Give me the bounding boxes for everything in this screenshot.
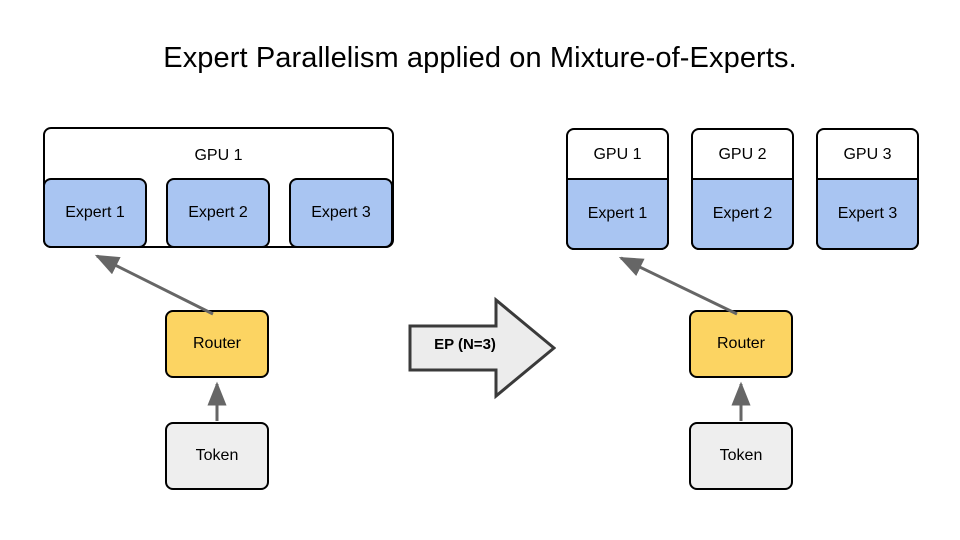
ep-arrow-shape [408, 296, 557, 400]
left-router-to-expert1-arrow [94, 254, 214, 316]
right-expert-3[interactable]: Expert 3 [816, 178, 919, 250]
right-expert-2[interactable]: Expert 2 [691, 178, 794, 250]
ep-transform-arrow: EP (N=3) [408, 296, 557, 400]
right-gpu-label-1: GPU 1 [593, 146, 642, 163]
right-gpu-label-3: GPU 3 [843, 146, 892, 163]
right-router-to-expert1-arrow [618, 256, 738, 316]
left-router[interactable]: Router [165, 310, 269, 378]
left-expert-3[interactable]: Expert 3 [289, 178, 393, 248]
right-token[interactable]: Token [689, 422, 793, 490]
right-gpu-label-2: GPU 2 [718, 146, 767, 163]
left-expert-1[interactable]: Expert 1 [43, 178, 147, 248]
left-token[interactable]: Token [165, 422, 269, 490]
right-expert-1[interactable]: Expert 1 [566, 178, 669, 250]
ep-arrow-polygon [408, 296, 557, 400]
left-gpu-label: GPU 1 [194, 147, 243, 164]
left-expert-2[interactable]: Expert 2 [166, 178, 270, 248]
right-router[interactable]: Router [689, 310, 793, 378]
page-title: Expert Parallelism applied on Mixture-of… [163, 42, 797, 74]
ep-arrow-label: EP (N=3) [434, 336, 496, 353]
